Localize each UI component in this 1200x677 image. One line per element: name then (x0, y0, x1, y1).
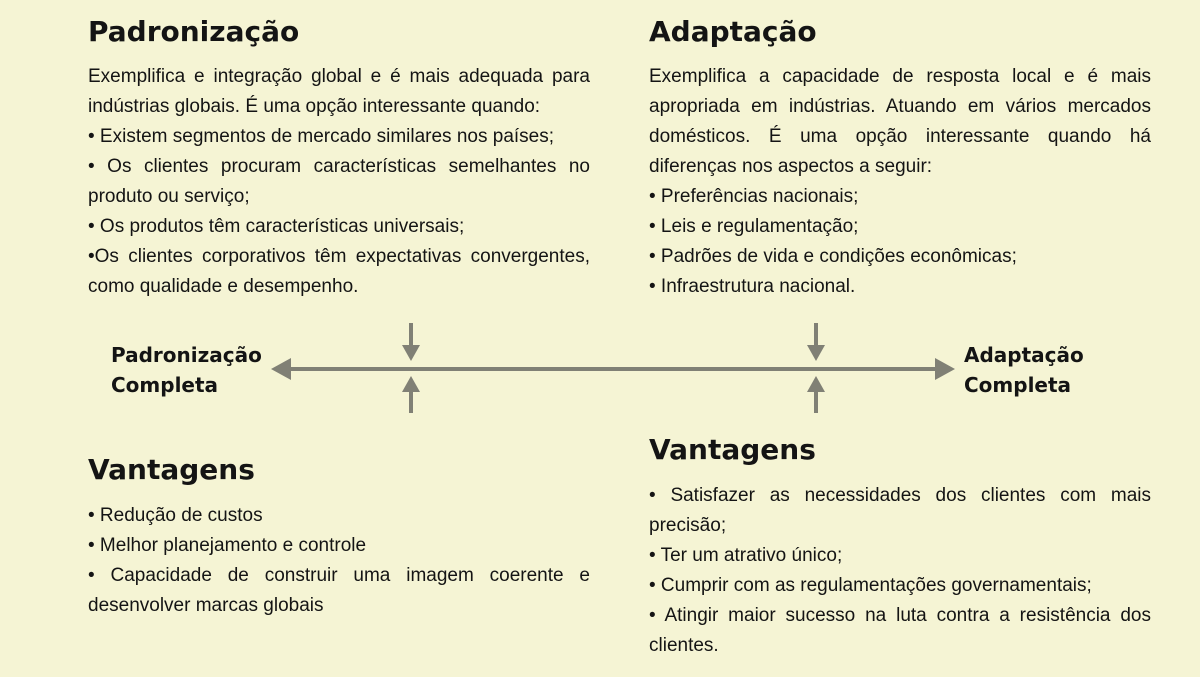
standardization-item: • Existem segmentos de mercado similares… (88, 126, 555, 147)
scale-axis (271, 323, 955, 413)
adaptation-item: • Infraestrutura nacional. (649, 276, 856, 297)
standardization-advantage-item: • Capacidade de construir uma imagem coe… (88, 565, 590, 616)
standardization-item: • Os produtos têm características univer… (88, 216, 465, 237)
scale-right-label-line1: Adaptação (964, 343, 1084, 367)
standardization-item: •Os clientes corporativos têm expectativ… (88, 246, 590, 297)
standardization-advantage-item: • Melhor planejamento e controle (88, 535, 367, 556)
standardization-intro: Exemplifica e integração global e é mais… (88, 66, 590, 117)
up-arrow-icon (807, 376, 825, 413)
right-arrow-head-icon (935, 358, 955, 380)
standardization-description: Exemplifica e integração global e é mais… (88, 62, 590, 302)
scale-left-label-line2: Completa (111, 373, 219, 397)
standardization-item: • Os clientes procuram características s… (88, 156, 590, 207)
adaptation-description: Exemplifica a capacidade de resposta loc… (649, 62, 1151, 302)
standardization-advantages-list: • Redução de custos • Melhor planejament… (88, 501, 590, 621)
scale-left-label-line1: Padronização (111, 343, 262, 367)
adaptation-item: • Leis e regulamentação; (649, 216, 859, 237)
adaptation-advantages-title: Vantagens (649, 433, 816, 466)
scale-left-label: Padronização Completa (111, 340, 262, 400)
scale-right-label: Adaptação Completa (964, 340, 1084, 400)
adaptation-advantages-list: • Satisfazer as necessidades dos cliente… (649, 481, 1151, 661)
left-arrow-head-icon (271, 358, 291, 380)
scale-right-label-line2: Completa (964, 373, 1072, 397)
standardization-advantages-title: Vantagens (88, 453, 255, 486)
down-arrow-icon (807, 323, 825, 361)
adaptation-item: • Padrões de vida e condições econômicas… (649, 246, 1017, 267)
adaptation-advantage-item: • Satisfazer as necessidades dos cliente… (649, 485, 1151, 536)
down-arrow-icon (402, 323, 420, 361)
adaptation-advantage-item: • Cumprir com as regulamentações governa… (649, 575, 1092, 596)
adaptation-advantage-item: • Ter um atrativo único; (649, 545, 843, 566)
standardization-advantage-item: • Redução de custos (88, 505, 263, 526)
adaptation-advantage-item: • Atingir maior sucesso na luta contra a… (649, 605, 1151, 656)
adaptation-title: Adaptação (649, 15, 817, 48)
up-arrow-icon (402, 376, 420, 413)
adaptation-intro: Exemplifica a capacidade de resposta loc… (649, 66, 1151, 177)
standardization-title: Padronização (88, 15, 300, 48)
adaptation-item: • Preferências nacionais; (649, 186, 859, 207)
